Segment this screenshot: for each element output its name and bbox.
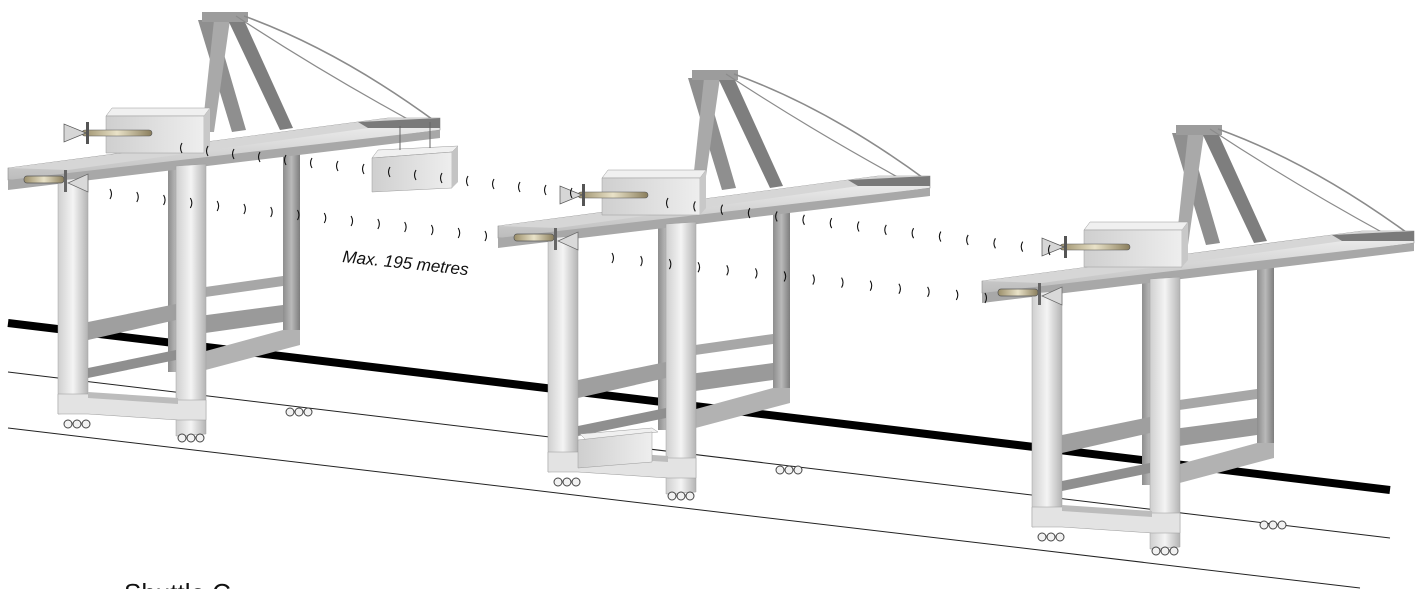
signal-wave-upper [179, 142, 1051, 256]
signal-wave-icon [927, 286, 930, 298]
signal-wave-icon [189, 197, 193, 209]
signal-wave-icon [720, 204, 724, 215]
crane-middle [497, 69, 931, 501]
signal-wave-icon [1047, 244, 1051, 256]
signal-wave-icon [747, 207, 751, 219]
signal-wave-icon [377, 218, 380, 230]
signal-wave-icon [869, 280, 873, 291]
trolley-left [63, 107, 211, 154]
signal-wave-icon [457, 227, 461, 239]
signal-wave-icon [802, 214, 805, 226]
signal-wave-icon [465, 175, 469, 187]
trolley-right [1041, 221, 1189, 268]
signal-wave-icon [361, 163, 365, 175]
signal-wave-icon [430, 224, 434, 236]
signal-wave-icon [984, 292, 988, 304]
signal-wave-icon [243, 203, 246, 215]
signal-wave-icon [898, 283, 901, 295]
signal-wave-icon [136, 191, 139, 203]
signal-wave-icon [216, 200, 220, 212]
signal-wave-icon [754, 268, 758, 279]
signal-wave-icon [270, 206, 273, 218]
distance-label: Max. 195 metres [342, 247, 470, 279]
signal-wave-icon [693, 201, 696, 212]
ground-line-lower [7, 427, 1361, 589]
signal-wave-icon [517, 181, 521, 193]
bottom-caption-partial: Shuttle C... [124, 578, 253, 589]
signal-wave-icon [640, 255, 643, 267]
signal-wave-icon [309, 157, 313, 169]
signal-wave-icon [884, 224, 887, 236]
ground-container-icon [577, 427, 659, 469]
signal-wave-icon [404, 221, 407, 233]
crane-right [981, 124, 1415, 556]
signal-wave-icon [775, 211, 778, 222]
signal-wave-icon [257, 151, 261, 163]
signal-wave-icon [783, 271, 787, 282]
signal-wave-icon [491, 178, 495, 190]
signal-wave-icon [413, 169, 417, 181]
signal-wave-icon [993, 238, 996, 249]
signal-wave-icon [726, 265, 729, 276]
signal-wave-icon [911, 227, 915, 239]
signal-wave-icon [665, 197, 669, 209]
signal-wave-icon [350, 215, 354, 227]
signal-wave-icon [938, 231, 942, 242]
signal-wave-icon [205, 145, 209, 157]
signal-wave-icon [231, 148, 235, 160]
signal-wave-icon [829, 217, 833, 229]
signal-wave-icon [109, 188, 113, 200]
signal-wave-icon [439, 172, 443, 184]
signal-wave-icon [335, 160, 339, 172]
signal-wave-icon [179, 142, 183, 154]
signal-wave-icon [297, 209, 300, 221]
signal-wave-icon [484, 230, 488, 242]
signal-wave-icon [323, 212, 327, 224]
signal-wave-icon [543, 184, 547, 196]
signal-wave-icon [812, 274, 815, 285]
signal-wave-lower [109, 188, 988, 304]
signal-wave-icon [841, 277, 844, 288]
ground-line-upper [7, 371, 1391, 539]
trolley-middle [559, 169, 707, 216]
signal-wave-icon [283, 154, 287, 166]
signal-wave-icon [697, 261, 701, 273]
crane-left [7, 11, 441, 443]
signal-wave-icon [387, 166, 391, 178]
signal-wave-icon [163, 194, 166, 206]
signal-wave-icon [966, 234, 969, 246]
signal-wave-icon [611, 252, 615, 264]
signal-wave-icon [668, 258, 672, 270]
signal-wave-icon [569, 187, 573, 199]
signal-wave-icon [856, 221, 860, 232]
container-box-icon [371, 122, 459, 193]
signal-wave-icon [1020, 241, 1024, 252]
signal-wave-icon [955, 289, 959, 301]
